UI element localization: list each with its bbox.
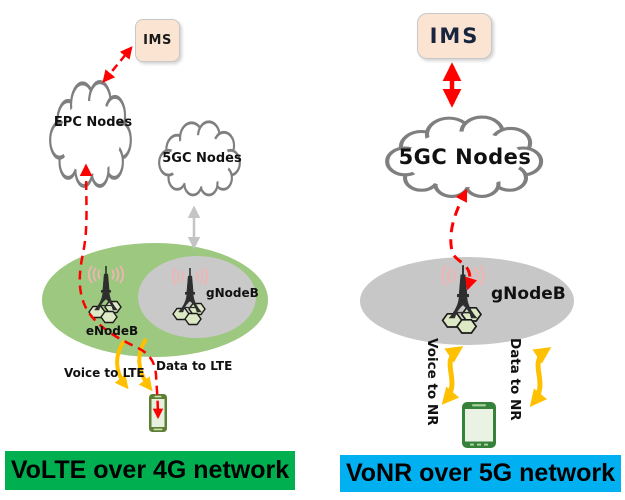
ims-label-left: IMS xyxy=(143,33,172,48)
ue-phone-right xyxy=(462,402,496,448)
nr-inner-coverage-ellipse xyxy=(138,256,256,338)
volte-panel xyxy=(42,46,268,432)
data-to-lte-label: Data to LTE xyxy=(156,359,233,373)
voice-to-lte-label: Voice to LTE xyxy=(64,366,145,380)
voice-signal-path-left xyxy=(78,163,164,420)
ims-box-right: IMS xyxy=(417,13,492,59)
gnodeb-label-left: gNodeB xyxy=(206,286,259,300)
voice-nr-arrow xyxy=(441,346,464,405)
gnodeb-label-right: gNodeB xyxy=(491,284,566,304)
volte-banner: VoLTE over 4G network xyxy=(5,451,295,490)
voice-to-nr-label: Voice to NR xyxy=(424,338,440,426)
epc-cloud-label: EPC Nodes xyxy=(53,115,133,130)
ue-phone-left xyxy=(149,394,167,432)
data-nr-arrow xyxy=(529,347,552,407)
ims-box-left: IMS xyxy=(135,19,180,62)
epc-cloud xyxy=(50,82,131,186)
ims-label-right: IMS xyxy=(429,24,480,48)
enodeb-label: eNodeB xyxy=(85,324,139,338)
volte-banner-text: VoLTE over 4G network xyxy=(10,456,290,484)
vonr-banner: VoNR over 5G network xyxy=(340,455,621,492)
epc-ims-signal-arrow xyxy=(102,46,133,83)
gnb-sgc-signal-path xyxy=(449,188,477,291)
sgc-cloud-label-left: 5GC Nodes xyxy=(162,151,242,166)
data-to-nr-label: Data to NR xyxy=(507,338,523,421)
sgc-cloud-label-right: 5GC Nodes xyxy=(398,145,532,169)
vonr-panel xyxy=(360,62,574,448)
vonr-banner-text: VoNR over 5G network xyxy=(345,459,616,487)
